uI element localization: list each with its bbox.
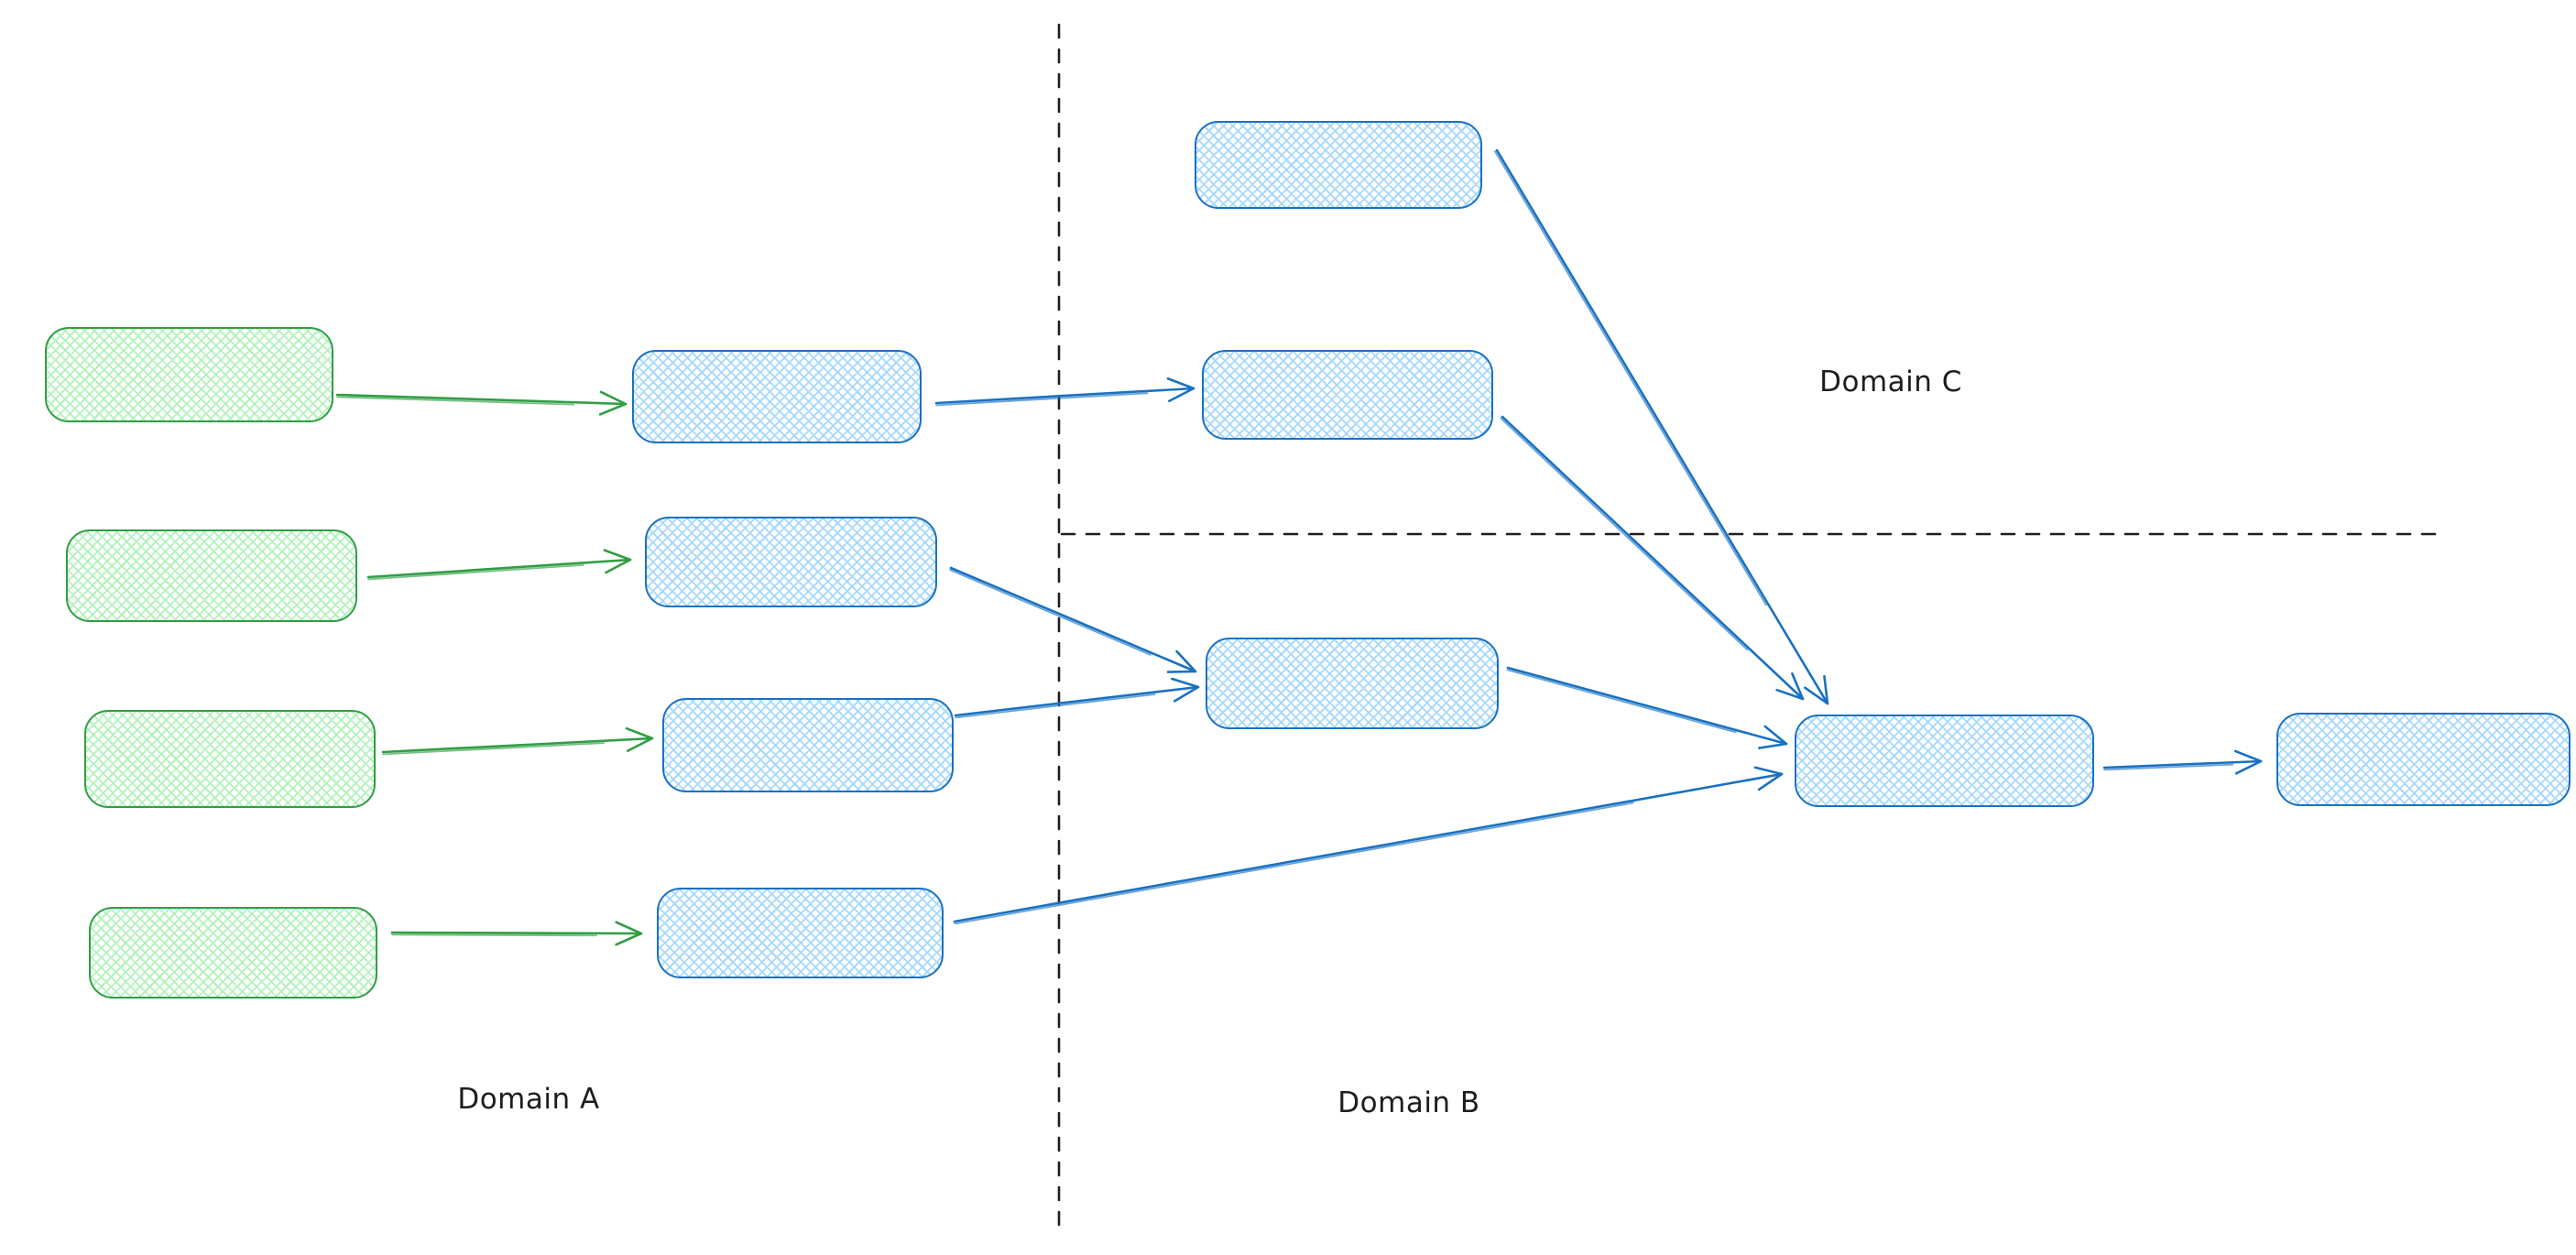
domain-a-process-4-node[interactable] [657, 888, 944, 978]
process3-to-b1-arrow[interactable] [954, 677, 1200, 719]
source3-to-process3-arrow[interactable] [381, 726, 654, 756]
domain-a-process-1-node[interactable] [632, 350, 922, 443]
process2-to-b1-arrow[interactable] [949, 566, 1197, 673]
domain-a-source-4-node[interactable] [89, 907, 377, 999]
process4-to-hub-arrow[interactable] [953, 766, 1784, 925]
hub-to-output-arrow[interactable] [2102, 749, 2263, 775]
domain-a-label[interactable]: Domain A [457, 1083, 600, 1116]
domain-a-process-3-node[interactable] [662, 698, 954, 792]
domain-b-box-1-node[interactable] [1206, 638, 1499, 729]
domain-a-source-2-node[interactable] [66, 529, 357, 622]
domain-a-source-3-node[interactable] [84, 710, 376, 808]
domain-a-source-1-node[interactable] [45, 327, 333, 422]
process1-to-c2-arrow[interactable] [934, 377, 1195, 407]
domain-b-label[interactable]: Domain B [1337, 1086, 1480, 1119]
b1-to-hub-arrow[interactable] [1506, 666, 1788, 749]
source4-to-process4-arrow[interactable] [390, 921, 643, 946]
domain-c-box-1-node[interactable] [1195, 121, 1482, 209]
domain-b-output-node[interactable] [2276, 713, 2571, 806]
c2-to-hub-arrow[interactable] [1500, 415, 1805, 701]
source2-to-process2-arrow[interactable] [366, 549, 632, 581]
domain-c-box-2-node[interactable] [1202, 350, 1493, 440]
domain-b-hub-node[interactable] [1795, 715, 2094, 807]
domain-c-label[interactable]: Domain C [1819, 366, 1962, 398]
source1-to-process1-arrow[interactable] [335, 390, 628, 416]
c1-to-hub-arrow[interactable] [1494, 148, 1829, 705]
domain-a-process-2-node[interactable] [645, 517, 937, 607]
